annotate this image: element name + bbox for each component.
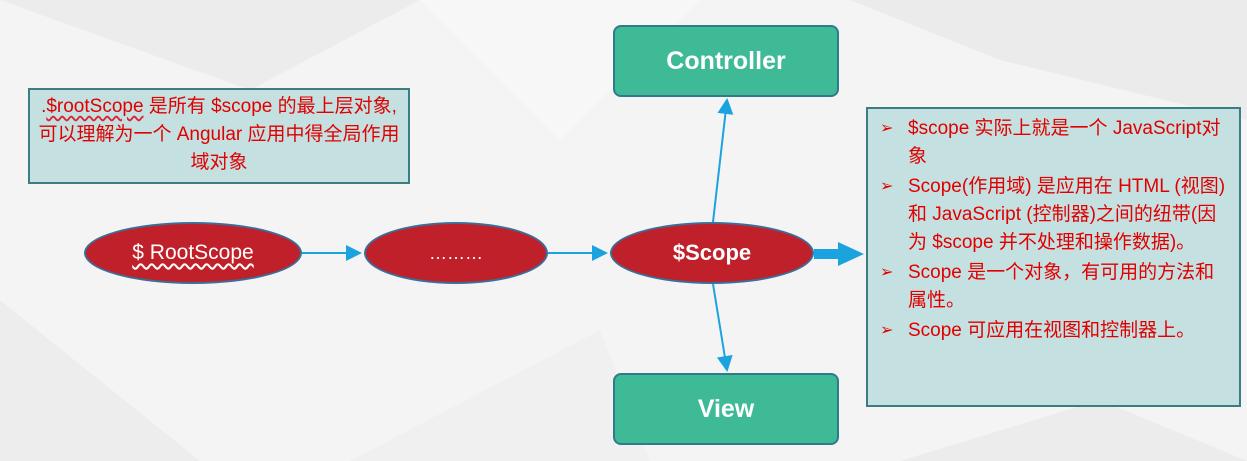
note-highlight: $rootScope — [46, 96, 144, 117]
scope-info-list: ➢ $scope 实际上就是一个 JavaScript对象 ➢ Scope(作用域)… — [878, 115, 1231, 345]
note-text: 是所有 $scope 的最上层对象,可以理解为一个 Angular 应用中得全局… — [38, 96, 400, 173]
info-item: ➢ Scope 可应用在视图和控制器上。 — [878, 317, 1231, 345]
scope-node: $Scope — [610, 222, 814, 284]
info-item-text: $scope 实际上就是一个 JavaScript对象 — [908, 118, 1221, 167]
arrow-bullet-icon: ➢ — [880, 178, 894, 195]
info-item: ➢ Scope(作用域) 是应用在 HTML (视图) 和 JavaScript … — [878, 173, 1231, 257]
view-label: View — [697, 394, 755, 423]
scope-info-box: ➢ $scope 实际上就是一个 JavaScript对象 ➢ Scope(作用域)… — [866, 107, 1241, 407]
arrow-bullet-icon: ➢ — [880, 120, 894, 137]
arrow-bullet-icon: ➢ — [880, 322, 894, 339]
ellipsis-label: ……… — [429, 242, 483, 263]
scope-label: $Scope — [672, 240, 752, 265]
rootscope-note: .$rootScope 是所有 $scope 的最上层对象,可以理解为一个 An… — [28, 88, 410, 184]
info-item: ➢ Scope 是一个对象，有可用的方法和属性。 — [878, 259, 1231, 315]
info-item-text: Scope 可应用在视图和控制器上。 — [908, 320, 1196, 341]
controller-node: Controller — [613, 25, 839, 97]
ellipsis-node: ……… — [364, 222, 548, 284]
info-item-text: Scope 是一个对象，有可用的方法和属性。 — [908, 262, 1215, 311]
info-item-text: Scope(作用域) 是应用在 HTML (视图) 和 JavaScript (… — [908, 176, 1226, 253]
controller-label: Controller — [666, 46, 786, 75]
note-prefix: . — [41, 96, 47, 117]
info-item: ➢ $scope 实际上就是一个 JavaScript对象 — [878, 115, 1231, 171]
arrow-bullet-icon: ➢ — [880, 264, 894, 281]
view-node: View — [613, 373, 839, 445]
rootscope-label: $ RootScope — [132, 241, 254, 264]
rootscope-node: $ RootScope — [84, 222, 302, 284]
